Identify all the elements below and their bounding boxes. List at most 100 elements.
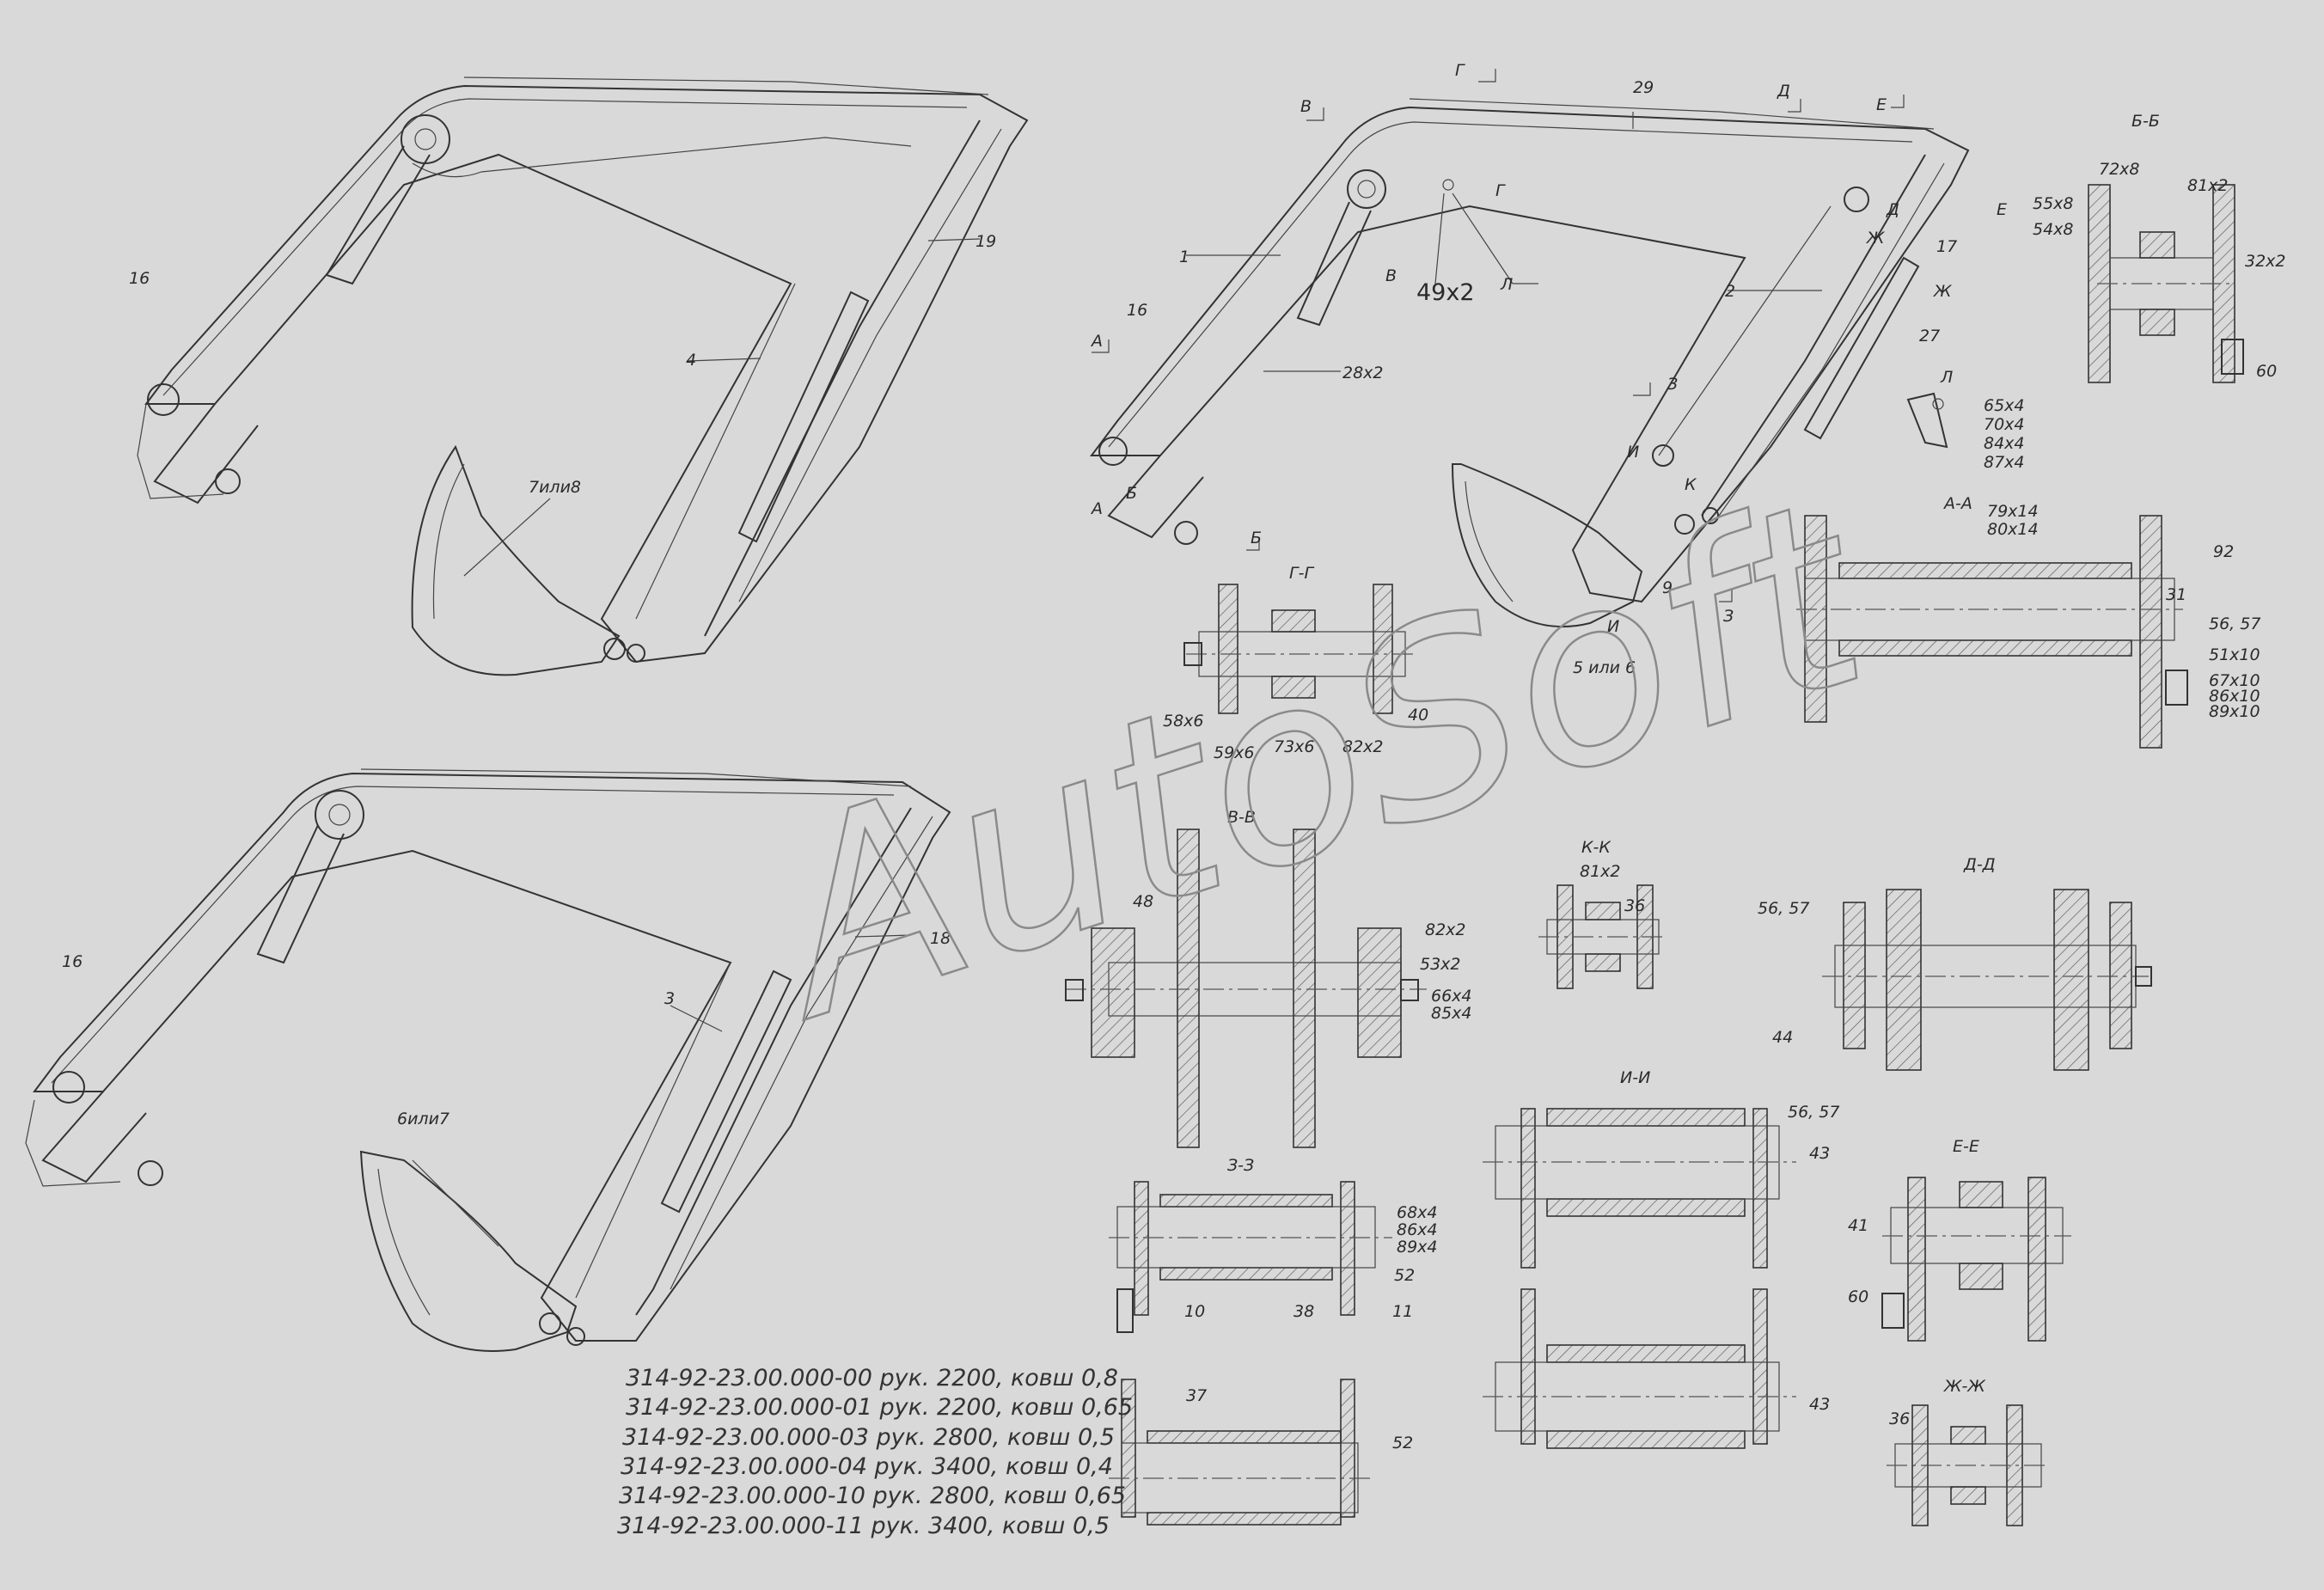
VV-item-5: 85x4 bbox=[1431, 1004, 1472, 1023]
ZZ-item-1: 68x4 bbox=[1397, 1203, 1438, 1222]
section-GG bbox=[1183, 584, 1418, 714]
cut-E: Е bbox=[1876, 95, 1887, 114]
section-EE-title: Е-Е bbox=[1953, 1137, 1979, 1156]
section-KK bbox=[1538, 884, 1667, 989]
BB-item-1: 72x8 bbox=[2099, 160, 2140, 179]
ZZ2-item-2: 52 bbox=[1392, 1434, 1413, 1452]
label-4: 4 bbox=[686, 351, 696, 370]
cut-D: Д bbox=[1777, 82, 1790, 101]
cut-G2: Г bbox=[1495, 181, 1506, 200]
cut-B: Б bbox=[1126, 484, 1137, 503]
II-item-3: 43 bbox=[1809, 1395, 1830, 1414]
section-AA bbox=[1796, 515, 2188, 749]
AA-item-4: 31 bbox=[2166, 585, 2186, 604]
cut-A: А bbox=[1090, 332, 1103, 351]
AA-item-8: 86x10 bbox=[2209, 687, 2260, 706]
KK-item-1: 81x2 bbox=[1580, 862, 1621, 881]
BB-item-6: 60 bbox=[2256, 362, 2277, 381]
view-L-item-1: 65x4 bbox=[1984, 396, 2025, 415]
ZZ-item-2: 86x4 bbox=[1397, 1220, 1438, 1239]
variant-5: 314-92-23.00.000-10 рук. 2800, ковш 0,65 bbox=[619, 1483, 1126, 1509]
label-2: 2 bbox=[1725, 282, 1735, 301]
variant-1: 314-92-23.00.000-00 рук. 2200, ковш 0,8 bbox=[626, 1365, 1118, 1391]
view-L-title: Л bbox=[1940, 368, 1953, 387]
section-EE bbox=[1881, 1177, 2071, 1342]
label-3: 3 bbox=[664, 989, 675, 1008]
cut-G: Г bbox=[1455, 61, 1465, 80]
variant-2: 314-92-23.00.000-01 рук. 2200, ковш 0,65 bbox=[626, 1394, 1133, 1421]
variants-list: 314-92-23.00.000-00 рук. 2200, ковш 0,8 … bbox=[617, 1365, 1133, 1539]
label-28x2: 28x2 bbox=[1342, 364, 1384, 382]
section-ZZ bbox=[1109, 1181, 1392, 1333]
AA-item-6: 51x10 bbox=[2209, 645, 2260, 664]
cut-Z: З bbox=[1667, 375, 1678, 394]
KK-item-2: 36 bbox=[1624, 896, 1645, 915]
ZhZh-item-1: 36 bbox=[1889, 1410, 1910, 1428]
label-16b: 16 bbox=[62, 952, 83, 971]
VV-item-4: 66x4 bbox=[1431, 987, 1472, 1006]
cut-Zh: Ж bbox=[1866, 229, 1886, 248]
label-bucket-5or6: 5 или 6 bbox=[1573, 658, 1636, 677]
section-ZhZh bbox=[1887, 1404, 2050, 1526]
section-ZZ-title: З-З bbox=[1227, 1156, 1254, 1175]
DD-item-1: 56, 57 bbox=[1758, 899, 1809, 918]
section-GG-title: Г-Г bbox=[1289, 564, 1314, 583]
EE-item-1: 41 bbox=[1848, 1216, 1868, 1235]
view-L-item-4: 87x4 bbox=[1984, 453, 2025, 472]
cut-I: И bbox=[1627, 443, 1639, 462]
ZZ-item-5: 10 bbox=[1184, 1302, 1205, 1321]
VV-item-3: 53x2 bbox=[1420, 955, 1461, 974]
label-16c: 16 bbox=[1127, 301, 1147, 320]
BB-item-3: 55x8 bbox=[2033, 194, 2074, 213]
label-17: 17 bbox=[1936, 237, 1957, 256]
ZZ-item-3: 89x4 bbox=[1397, 1238, 1438, 1257]
cut-A2: А bbox=[1090, 499, 1103, 518]
ZZ-item-4: 52 bbox=[1394, 1266, 1415, 1285]
GG-item-3: 73x6 bbox=[1274, 737, 1315, 756]
GG-item-2: 59x6 bbox=[1214, 743, 1255, 762]
label-16: 16 bbox=[129, 269, 150, 288]
VV-item-2: 82x2 bbox=[1425, 920, 1466, 939]
cut-V: В bbox=[1300, 97, 1312, 116]
label-1: 1 bbox=[1179, 248, 1190, 266]
cut-E2: Е bbox=[1997, 200, 2007, 219]
variant-4: 314-92-23.00.000-04 рук. 3400, ковш 0,4 bbox=[621, 1453, 1113, 1480]
section-VV bbox=[1065, 829, 1427, 1148]
ZZ-item-6: 38 bbox=[1293, 1302, 1314, 1321]
cut-D2: Д bbox=[1886, 200, 1899, 219]
BB-item-2: 81x2 bbox=[2187, 176, 2229, 195]
cut-I2: И bbox=[1607, 617, 1619, 636]
BB-item-5: 32x2 bbox=[2245, 252, 2286, 271]
EE-item-2: 60 bbox=[1848, 1287, 1868, 1306]
section-AA-title: А-А bbox=[1942, 494, 1972, 513]
label-19: 19 bbox=[975, 232, 996, 251]
AA-item-2: 80x14 bbox=[1987, 520, 2039, 539]
section-II bbox=[1483, 1108, 1796, 1449]
DD-item-2: 44 bbox=[1772, 1028, 1793, 1047]
AA-item-9: 89x10 bbox=[2209, 702, 2260, 721]
label-27: 27 bbox=[1919, 327, 1940, 346]
variant-6: 314-92-23.00.000-11 рук. 3400, ковш 0,5 bbox=[617, 1513, 1110, 1539]
label-bucket-6or7: 6или7 bbox=[397, 1110, 450, 1128]
section-ZhZh-title: Ж-Ж bbox=[1943, 1377, 1986, 1396]
section-DD-title: Д-Д bbox=[1963, 855, 1996, 874]
cut-L: Л bbox=[1500, 275, 1513, 294]
GG-item-5: 40 bbox=[1408, 706, 1428, 725]
excavator-arm-top-middle bbox=[1090, 69, 1970, 628]
ZZ2-item-1: 37 bbox=[1186, 1386, 1207, 1405]
section-ZZ-lower bbox=[1109, 1379, 1375, 1526]
AA-item-7: 67x10 bbox=[2209, 671, 2260, 690]
view-L-item-2: 70x4 bbox=[1984, 415, 2025, 434]
section-II-title: И-И bbox=[1620, 1068, 1650, 1087]
cut-Z2: З bbox=[1723, 607, 1734, 626]
AA-item-3: 92 bbox=[2213, 542, 2234, 561]
II-item-2: 43 bbox=[1809, 1144, 1830, 1163]
label-18: 18 bbox=[930, 929, 951, 948]
cut-Zh2: Ж bbox=[1933, 282, 1953, 301]
excavator-arm-top-left bbox=[137, 76, 1029, 676]
AA-item-5: 56, 57 bbox=[2209, 615, 2260, 633]
label-9: 9 bbox=[1662, 578, 1673, 597]
section-BB-title: Б-Б bbox=[2131, 112, 2160, 131]
excavator-arm-bottom-left bbox=[25, 768, 951, 1352]
